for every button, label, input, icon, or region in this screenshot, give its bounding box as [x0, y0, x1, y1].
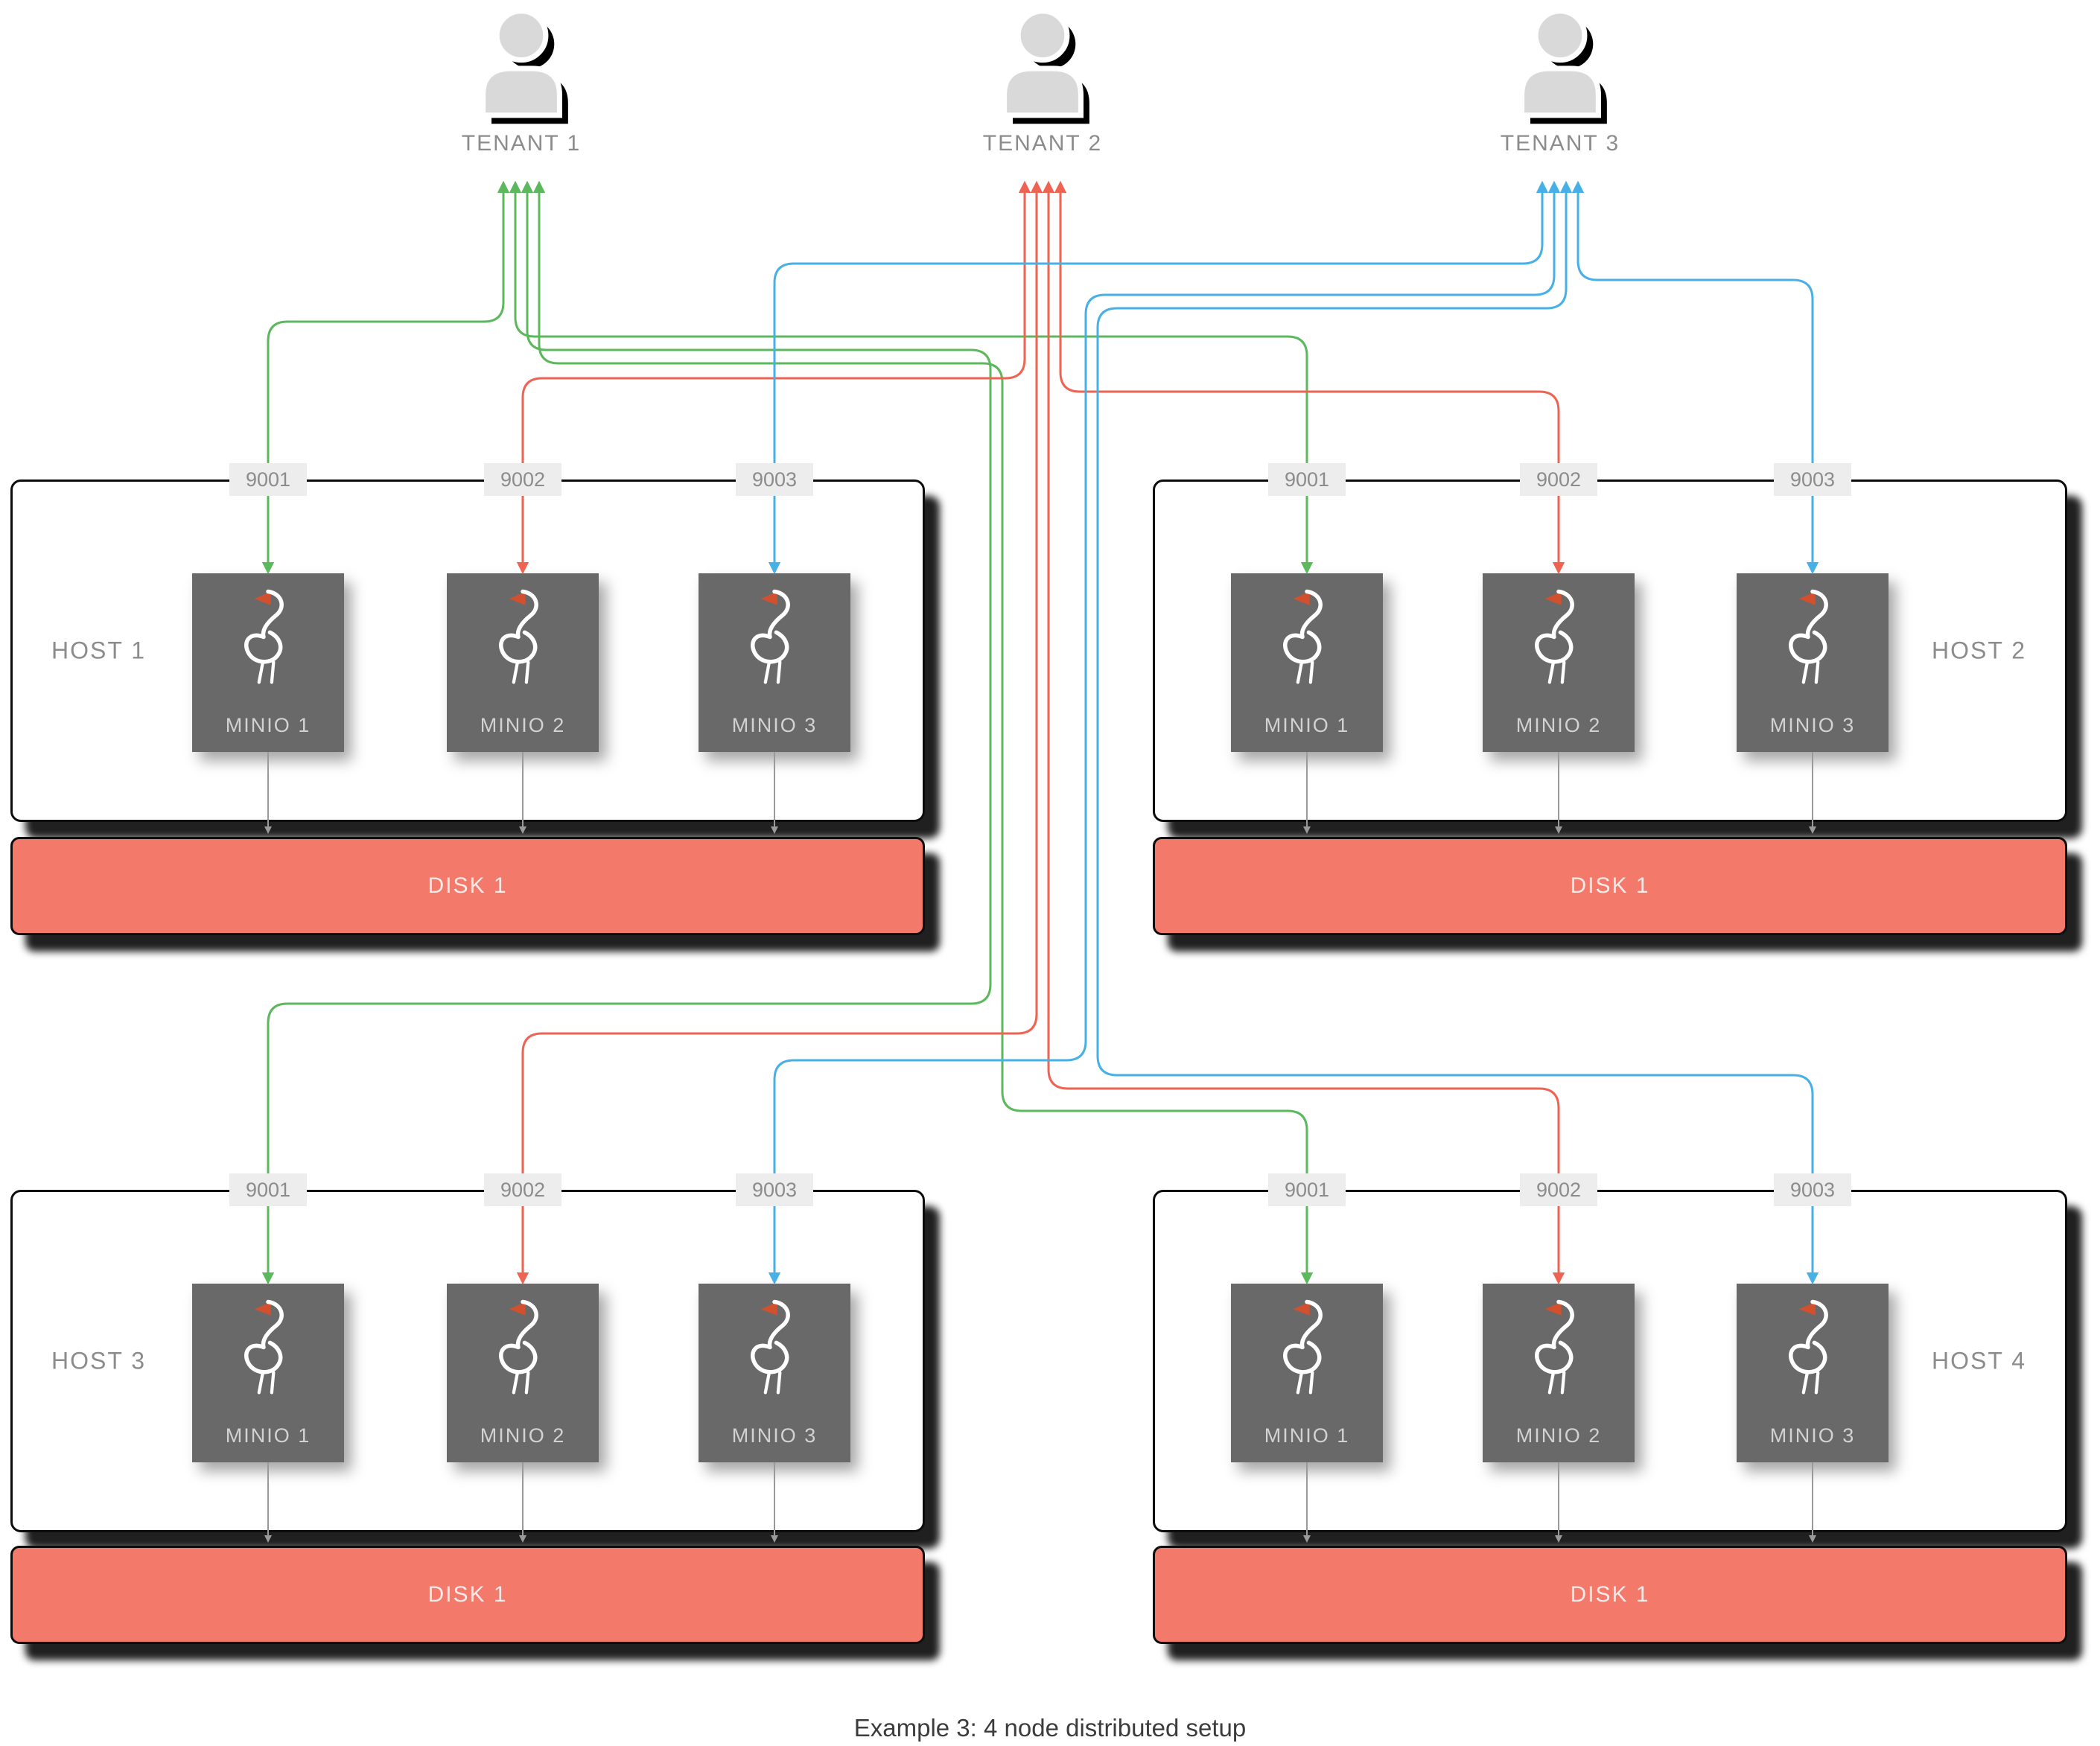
port-label-9001-host4: 9001	[1268, 1173, 1346, 1206]
minio-node-label: MINIO 2	[480, 714, 566, 736]
minio-node-label: MINIO 3	[731, 1424, 818, 1447]
port-label-9002-host3: 9002	[484, 1173, 561, 1206]
port-label-9001-host2: 9001	[1268, 463, 1346, 496]
minio-node-label: MINIO 3	[1769, 714, 1856, 736]
host-label-3: HOST 3	[51, 1347, 146, 1374]
minio-node-label: MINIO 2	[1515, 1424, 1602, 1447]
caption: Example 3: 4 node distributed setup	[853, 1714, 1247, 1742]
disk-bar-host4: DISK 1	[1153, 1546, 2067, 1644]
disk-label-host1: DISK 1	[427, 873, 508, 898]
minio-logo-icon	[244, 1299, 284, 1395]
person-icon	[1519, 9, 1607, 124]
minio-logo-icon	[1789, 1299, 1828, 1395]
disk-label-host3: DISK 1	[427, 1582, 508, 1607]
tenant-label-3: TENANT 3	[1500, 131, 1620, 156]
minio-node-host1-1: MINIO 1	[192, 573, 344, 752]
minio-node-host3-2: MINIO 2	[447, 1284, 599, 1462]
minio-node-host2-2: MINIO 2	[1483, 573, 1635, 752]
minio-logo-icon	[1535, 589, 1574, 684]
port-label-9002-host1: 9002	[484, 463, 561, 496]
tenant-2: TENANT 2	[972, 9, 1113, 156]
port-label-9002-host2: 9002	[1520, 463, 1597, 496]
minio-node-label: MINIO 2	[480, 1424, 566, 1447]
port-label-9001-host3: 9001	[229, 1173, 307, 1206]
tenant-label-2: TENANT 2	[982, 131, 1103, 156]
minio-node-label: MINIO 1	[225, 1424, 311, 1447]
disk-label-host4: DISK 1	[1570, 1582, 1650, 1607]
disk-label-host2: DISK 1	[1570, 873, 1650, 898]
disk-bar-host3: DISK 1	[10, 1546, 925, 1644]
minio-logo-icon	[244, 589, 284, 684]
minio-logo-icon	[751, 1299, 790, 1395]
tenant-3: TENANT 3	[1489, 9, 1631, 156]
minio-node-host3-1: MINIO 1	[192, 1284, 344, 1462]
minio-node-label: MINIO 3	[1769, 1424, 1856, 1447]
minio-node-label: MINIO 1	[1264, 1424, 1350, 1447]
tenant-1: TENANT 1	[451, 9, 592, 156]
minio-node-host1-2: MINIO 2	[447, 573, 599, 752]
person-icon	[480, 9, 568, 124]
minio-node-host1-3: MINIO 3	[699, 573, 850, 752]
minio-node-host2-1: MINIO 1	[1231, 573, 1383, 752]
host-label-4: HOST 4	[1932, 1347, 2026, 1374]
minio-logo-icon	[499, 1299, 538, 1395]
minio-logo-icon	[1789, 589, 1828, 684]
port-label-9002-host4: 9002	[1520, 1173, 1597, 1206]
host-label-1: HOST 1	[51, 637, 146, 664]
minio-logo-icon	[1535, 1299, 1574, 1395]
host-label-2: HOST 2	[1932, 637, 2026, 664]
person-icon	[1002, 9, 1089, 124]
minio-node-host4-2: MINIO 2	[1483, 1284, 1635, 1462]
port-label-9003-host3: 9003	[736, 1173, 813, 1206]
disk-bar-host1: DISK 1	[10, 837, 925, 935]
tenant-label-1: TENANT 1	[461, 131, 582, 156]
minio-node-label: MINIO 1	[225, 714, 311, 736]
minio-logo-icon	[499, 589, 538, 684]
minio-node-label: MINIO 1	[1264, 714, 1350, 736]
port-label-9003-host2: 9003	[1774, 463, 1851, 496]
port-label-9003-host4: 9003	[1774, 1173, 1851, 1206]
minio-node-host3-3: MINIO 3	[699, 1284, 850, 1462]
minio-node-host4-1: MINIO 1	[1231, 1284, 1383, 1462]
port-label-9003-host1: 9003	[736, 463, 813, 496]
minio-node-label: MINIO 3	[731, 714, 818, 736]
minio-node-label: MINIO 2	[1515, 714, 1602, 736]
minio-logo-icon	[751, 589, 790, 684]
disk-bar-host2: DISK 1	[1153, 837, 2067, 935]
port-label-9001-host1: 9001	[229, 463, 307, 496]
minio-node-host2-3: MINIO 3	[1737, 573, 1889, 752]
minio-logo-icon	[1283, 1299, 1323, 1395]
minio-logo-icon	[1283, 589, 1323, 684]
minio-node-host4-3: MINIO 3	[1737, 1284, 1889, 1462]
